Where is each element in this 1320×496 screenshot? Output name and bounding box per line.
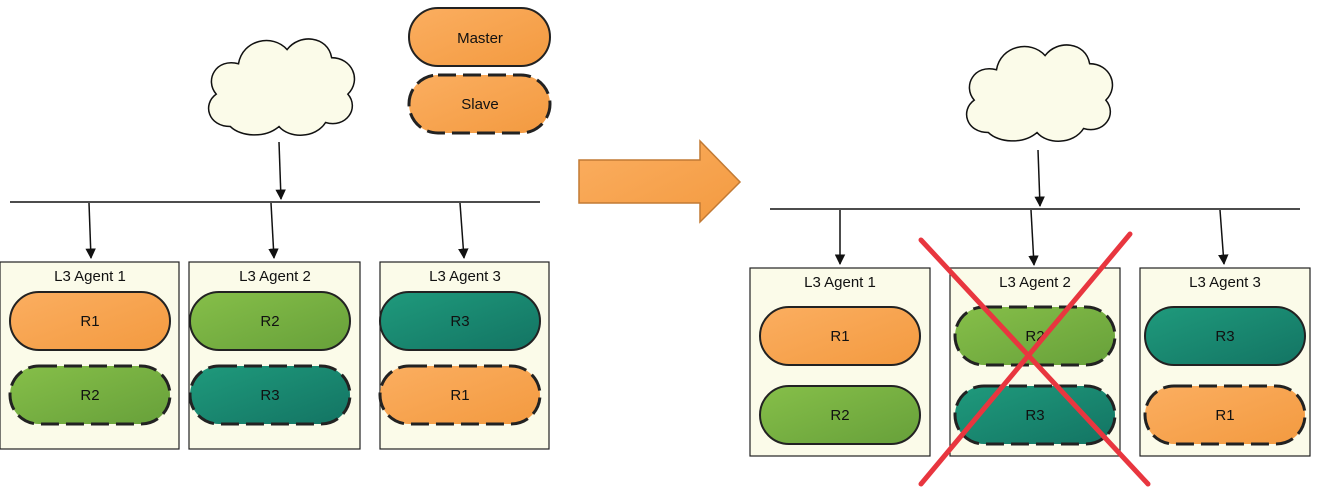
agent-title: L3 Agent 3 [429, 268, 501, 285]
router-master: R1 [9, 291, 171, 351]
agent-link-arrow [458, 202, 469, 260]
router-label: R3 [260, 387, 279, 404]
agent-link-arrow [268, 202, 279, 260]
router-label: R1 [80, 313, 99, 330]
router-slave: R1 [378, 364, 542, 426]
agent-title: L3 Agent 1 [804, 274, 876, 291]
router-slave: R2 [8, 364, 172, 426]
router-label: R1 [450, 387, 469, 404]
l3-agent-box: L3 Agent 1 R1 R2 [0, 261, 180, 450]
router-label: R2 [260, 313, 279, 330]
legend-slave: Slave [407, 73, 552, 135]
agent-link-arrow [1218, 209, 1229, 266]
router-master: R2 [759, 385, 921, 445]
router-slave: R3 [188, 364, 352, 426]
router-slave: R1 [1143, 384, 1307, 446]
legend-master: Master [408, 7, 551, 67]
cloud-icon [965, 44, 1114, 143]
agent-title: L3 Agent 3 [1189, 274, 1261, 291]
agent-title: L3 Agent 1 [54, 268, 126, 285]
agent-link-arrow [1028, 209, 1039, 267]
router-label: R2 [80, 387, 99, 404]
cloud-link-arrow [1034, 149, 1045, 208]
failure-cross-icon [918, 231, 1151, 487]
l3-agent-box: L3 Agent 2 R2 R3 [188, 261, 361, 450]
legend-slave-label: Slave [461, 96, 499, 113]
router-label: R3 [1215, 328, 1234, 345]
after-panel: L3 Agent 1 R1 R2 L3 Agent 2 R2 R3 [749, 44, 1311, 487]
transition-arrow-icon [578, 139, 742, 224]
router-label: R1 [1215, 407, 1234, 424]
before-panel: L3 Agent 1 R1 R2 L3 Agent 2 R2 R3 [0, 7, 552, 450]
legend: Master Slave [407, 7, 552, 135]
router-master: R2 [189, 291, 351, 351]
l3-agent-box: L3 Agent 3 R3 R1 [1139, 267, 1311, 457]
cloud-icon [207, 38, 356, 136]
router-label: R2 [830, 407, 849, 424]
agent-title: L3 Agent 2 [239, 268, 311, 285]
router-slave: R2 [953, 305, 1117, 367]
agent-link-arrow [85, 202, 96, 260]
l3-agent-box: L3 Agent 3 R3 R1 [378, 261, 550, 450]
router-master: R3 [1144, 306, 1306, 366]
router-label: R3 [450, 313, 469, 330]
router-master: R1 [759, 306, 921, 366]
cloud-link-arrow [275, 141, 286, 201]
l3-agent-box: L3 Agent 1 R1 R2 [749, 267, 931, 457]
legend-master-label: Master [457, 30, 503, 47]
router-label: R1 [830, 328, 849, 345]
router-label: R3 [1025, 407, 1044, 424]
router-slave: R3 [953, 384, 1117, 446]
agent-title: L3 Agent 2 [999, 274, 1071, 291]
router-master: R3 [379, 291, 541, 351]
